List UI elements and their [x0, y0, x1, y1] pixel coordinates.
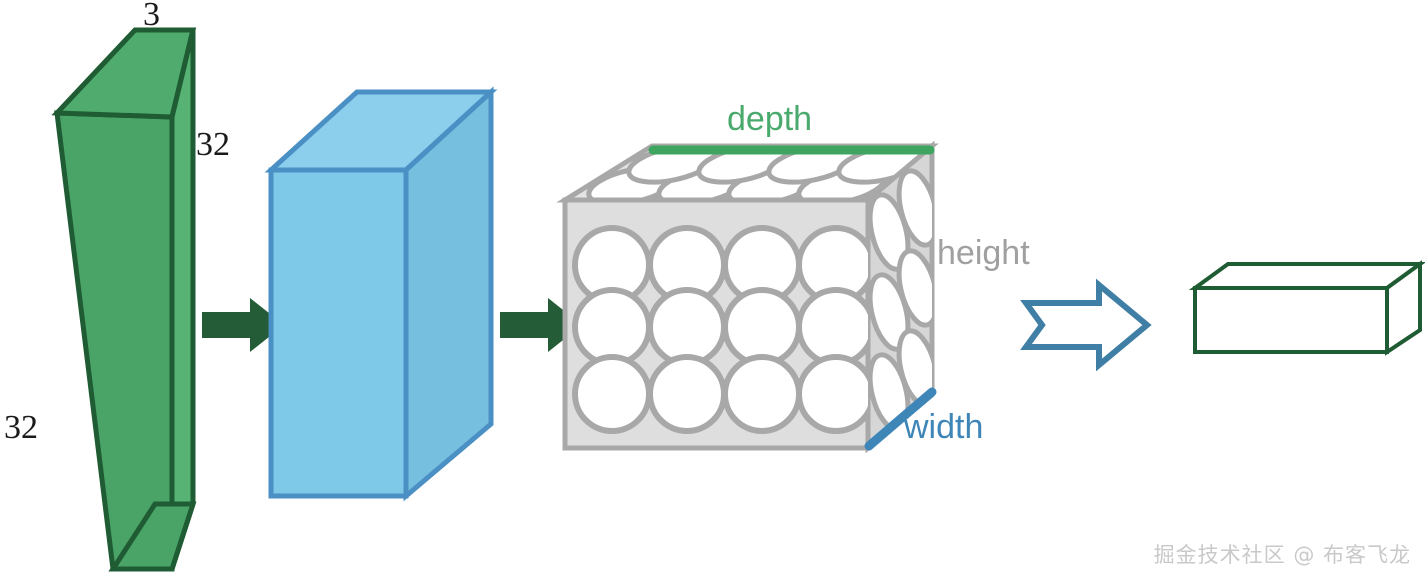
- input-height-label: 32: [196, 126, 230, 163]
- arrow-shape: [1020, 278, 1152, 372]
- arrow-shape: [202, 298, 284, 352]
- input-volume-left-face: [54, 110, 175, 572]
- input-width-label: 32: [4, 409, 38, 446]
- width-edge-highlight: [864, 387, 937, 451]
- arrow-shape: [500, 298, 582, 352]
- arrow-input-to-conv: [202, 298, 284, 352]
- output-volume-front-face: [1193, 286, 1389, 354]
- conv-volume-front-face: [268, 167, 409, 499]
- input-volume-front-face: [169, 29, 196, 570]
- width-label: width: [903, 408, 983, 446]
- watermark-text: 掘金技术社区 @ 布客飞龙: [1153, 543, 1411, 567]
- neuron-cube-top-holes: [586, 146, 928, 200]
- output-volume-top-face: [1188, 262, 1425, 290]
- output-flat-volume: [1188, 260, 1425, 356]
- conv-volume-right-face: [403, 86, 494, 502]
- depth-label: depth: [727, 100, 812, 138]
- height-label: height: [937, 234, 1030, 272]
- neuron-grid-volume: [556, 140, 939, 454]
- input-image-volume: [51, 27, 197, 572]
- input-volume-bottom-face: [108, 501, 197, 572]
- neuron-cube-front-holes: [572, 225, 868, 434]
- input-depth-label: 3: [143, 0, 160, 33]
- arrow-conv-to-neurons: [500, 298, 582, 352]
- arrow-neurons-to-output: [1020, 278, 1152, 372]
- output-volume-right-face: [1385, 260, 1422, 356]
- conv-feature-volume: [264, 86, 498, 502]
